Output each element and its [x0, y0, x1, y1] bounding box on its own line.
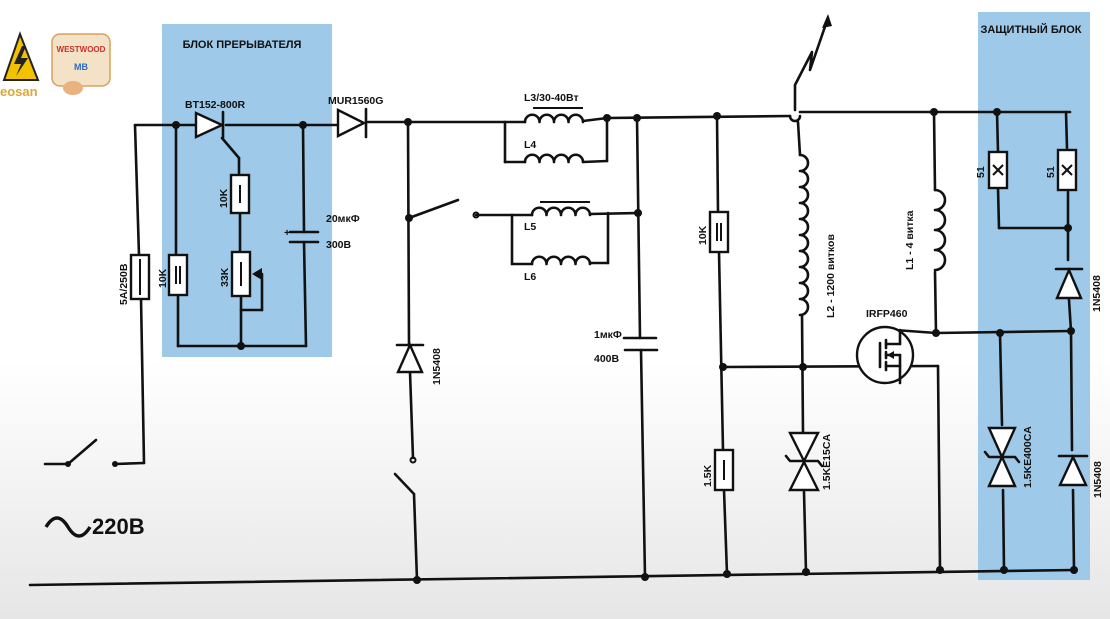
thyristor-bt152 — [194, 110, 225, 140]
tvs-15-label: 1.5KE15CA — [821, 434, 833, 490]
coil-l4-label: L4 — [524, 139, 536, 151]
pot-33k-label: 33K — [219, 267, 231, 287]
resistor-10k-chopper — [167, 253, 189, 297]
logo-text: eosan — [0, 84, 38, 99]
capacitor-20uf — [288, 230, 320, 244]
res-1-5k-label: 1.5K — [702, 464, 714, 487]
badge-sub: MB — [74, 62, 88, 72]
coil-l3-label: L3/30-40Вт — [524, 92, 579, 104]
diode-1n5408-right-upper — [1054, 266, 1084, 300]
res-51-b-label: 51 — [1045, 166, 1057, 178]
westwood-badge: WESTWOOD MB — [51, 33, 111, 95]
diode-1n5408-a-label: 1N5408 — [431, 348, 443, 385]
tvs-1-5ke400ca — [983, 426, 1021, 488]
coil-l6-label: L6 — [524, 271, 536, 283]
tvs-400-label: 1.5KE400CA — [1022, 426, 1034, 488]
badge-text: WESTWOOD — [57, 45, 106, 54]
mains-label: 220В — [92, 514, 145, 539]
chopper-block-title: БЛОК ПРЕРЫВАТЕЛЯ — [183, 39, 302, 51]
coil-l1 — [933, 188, 947, 272]
mosfet-irfp460 — [855, 325, 915, 385]
fuse-label: 5А/250В — [118, 263, 130, 305]
antenna-symbol — [788, 14, 832, 123]
potentiometer-33k — [230, 250, 262, 298]
diode-1n5408-b-label: 1N5408 — [1091, 275, 1103, 312]
cap-20-voltage: 300В — [326, 239, 352, 251]
ac-source-icon — [44, 516, 92, 538]
coil-l1-label: L1 - 4 витка — [904, 210, 916, 270]
diode-mur-label: MUR1560G — [328, 95, 383, 107]
plus-sign: + — [284, 227, 290, 239]
wires — [28, 110, 1077, 587]
coil-l3 — [523, 107, 585, 124]
switch-coils — [472, 211, 480, 219]
res-10k-b-label: 10K — [218, 188, 230, 208]
cap-1-label: 1мкФ — [594, 329, 622, 341]
thyristor-label: BT152-800R — [185, 99, 246, 111]
protection-block-title: ЗАЩИТНЫЙ БЛОК — [981, 23, 1082, 36]
mains-switch — [65, 438, 118, 467]
junction-dots — [172, 108, 1078, 584]
res-51-a-label: 51 — [975, 166, 987, 178]
capacitor-1uf — [622, 336, 659, 352]
diode-1n5408-right-lower — [1057, 454, 1089, 487]
cap-20-label: 20мкФ — [326, 213, 360, 225]
res-10k-c-label: 10K — [697, 225, 709, 245]
coil-l6 — [530, 255, 592, 266]
tvs-1-5ke15ca — [784, 431, 824, 492]
resistor-51-right — [1056, 148, 1078, 192]
coil-l4 — [523, 153, 585, 164]
resistor-1-5k — [713, 448, 735, 492]
mosfet-label: IRFP460 — [866, 308, 908, 320]
coil-l5-label: L5 — [524, 221, 536, 233]
resistor-10k-gate — [229, 173, 251, 215]
resistor-10k-right — [708, 210, 730, 254]
diode-mur1560g — [336, 107, 368, 139]
fuse — [129, 253, 151, 301]
resistor-51-left — [987, 150, 1009, 190]
coil-l5 — [530, 201, 592, 217]
res-10k-a-label: 10K — [157, 268, 169, 288]
diode-1n5408-left — [395, 342, 425, 374]
coil-l2 — [798, 153, 810, 317]
switch-lower — [393, 456, 417, 496]
diode-1n5408-c-label: 1N5408 — [1092, 461, 1104, 498]
cap-1-voltage: 400В — [594, 353, 620, 365]
warning-logo: eosan — [0, 31, 40, 99]
coil-l2-label: L2 - 1200 витков — [825, 234, 837, 318]
